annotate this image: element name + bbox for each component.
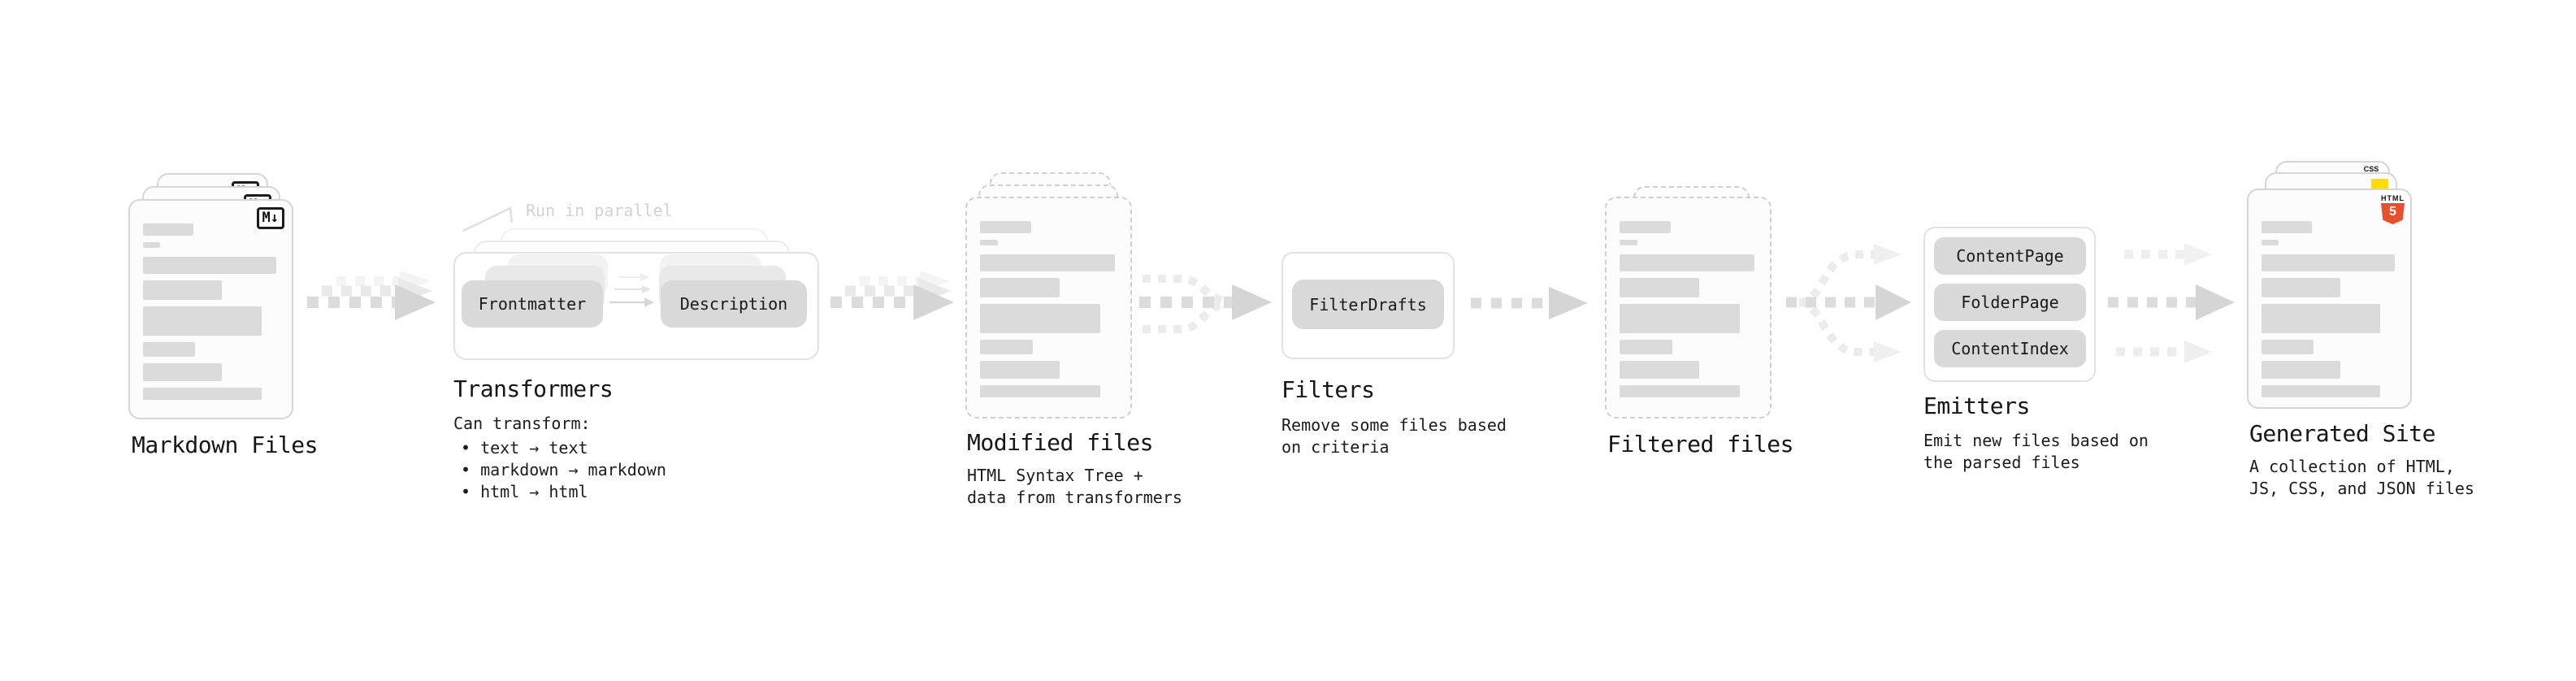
filterdrafts-node: FilterDrafts (1292, 280, 1444, 329)
contentindex-node: ContentIndex (1934, 330, 2086, 367)
frontmatter-node: Frontmatter (462, 280, 603, 327)
arrow-filtered-to-emitters (1786, 244, 1911, 362)
arrow-frontmatter-to-description (609, 273, 654, 307)
stage-title-modified-files: Modified files (967, 429, 1154, 456)
generated-html-file-card: HTML 5 (2247, 189, 2412, 409)
text-placeholder-bars (2262, 221, 2395, 404)
arrow-transformers-to-modified (830, 271, 954, 320)
text-placeholder-bars (980, 221, 1115, 404)
filters-caption: Remove some files based on criteria (1281, 415, 1507, 457)
stage-title-emitters: Emitters (1923, 393, 2030, 419)
html5-icon-numeral: 5 (2389, 205, 2396, 219)
transformers-caption-heading: Can transform: (453, 414, 591, 433)
transformers-bullet-list: • text → text • markdown → markdown • ht… (461, 437, 666, 503)
bullet-html-to-html: • html → html (461, 482, 588, 501)
text-placeholder-bars (1620, 221, 1754, 404)
markdown-icon: M↓ (256, 207, 284, 229)
modified-file-card-front (965, 197, 1132, 419)
stage-title-markdown-files: Markdown Files (132, 432, 319, 458)
stage-title-filters: Filters (1281, 376, 1375, 403)
bullet-text-to-text: • text → text (461, 438, 588, 458)
contentpage-node: ContentPage (1934, 237, 2086, 275)
modified-files-caption: HTML Syntax Tree + data from transformer… (967, 466, 1182, 507)
bullet-markdown-to-markdown: • markdown → markdown (461, 460, 666, 479)
stage-title-filtered-files: Filtered files (1607, 431, 1794, 458)
stage-title-generated-site: Generated Site (2249, 420, 2436, 447)
filtered-file-card-front (1605, 197, 1772, 419)
stage-title-transformers: Transformers (453, 375, 614, 402)
arrow-filters-to-filtered (1471, 287, 1588, 319)
generated-site-caption: A collection of HTML, JS, CSS, and JSON … (2249, 457, 2474, 498)
html5-icon-shield: 5 (2381, 203, 2405, 224)
emitters-caption: Emit new files based on the parsed files (1923, 431, 2149, 472)
annotation-callout-line (462, 206, 514, 232)
arrow-markdown-to-transformers (307, 271, 436, 320)
arrow-emitters-to-generated (2108, 243, 2235, 363)
js-file-icon (2371, 179, 2388, 189)
arrow-modified-to-filters (1139, 275, 1272, 333)
markdown-file-card-front: M↓ (128, 199, 293, 419)
html5-icon: HTML 5 (2380, 194, 2405, 224)
text-placeholder-bars (143, 223, 276, 406)
css-file-icon-label: CSS (2363, 165, 2379, 173)
run-in-parallel-label: Run in parallel (526, 201, 673, 220)
html5-icon-word: HTML (2381, 194, 2405, 202)
description-node: Description (661, 280, 807, 327)
folderpage-node: FolderPage (1934, 284, 2086, 321)
